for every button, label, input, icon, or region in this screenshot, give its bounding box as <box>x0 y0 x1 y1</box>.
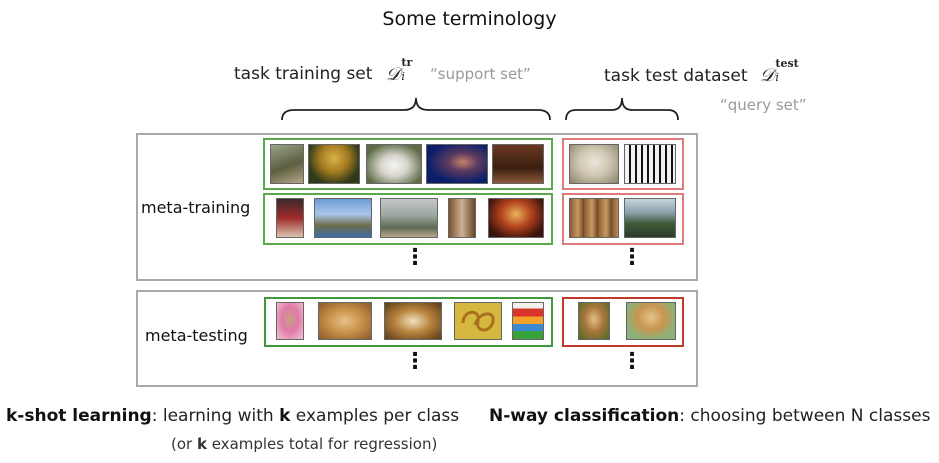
nway-text: : choosing between N classes <box>679 406 931 426</box>
test-set-sup: test <box>775 57 799 70</box>
row2-support-box <box>263 193 553 245</box>
row2-query-box <box>562 193 684 245</box>
kshot-note-b: examples total for regression) <box>206 435 438 453</box>
meta-testing-label: meta-testing <box>145 326 248 345</box>
nway-term: N-way classification <box>489 406 680 426</box>
piano-image <box>492 144 544 184</box>
barrels-image <box>448 198 476 238</box>
kshot-definition: k-shot learning: learning with k example… <box>6 406 459 426</box>
pretzel-shape-icon <box>461 310 495 332</box>
support-set-alias: “support set” <box>430 65 531 83</box>
lion-portrait-image <box>578 302 610 340</box>
coast-image <box>314 198 372 238</box>
lion-roar-image <box>384 302 442 340</box>
nway-definition: N-way classification: choosing between N… <box>489 406 930 426</box>
wooden-bowl-image <box>626 302 676 340</box>
support-brace <box>281 97 551 121</box>
query-ellipsis-train: ⋮ <box>621 247 643 269</box>
cliffs-image <box>624 198 676 238</box>
query-brace <box>565 97 679 121</box>
kshot-k: k <box>279 406 291 426</box>
sheepdog-image <box>569 144 619 184</box>
barrels-close-image <box>569 198 619 238</box>
test-set-sub: i <box>775 71 779 84</box>
test-set-symbol-d: 𝒟 <box>760 65 775 86</box>
query-ellipsis-test: ⋮ <box>621 351 643 373</box>
golden-retriever-image <box>318 302 372 340</box>
mushroom-image <box>308 144 360 184</box>
support-ellipsis-test: ⋮ <box>404 351 426 373</box>
test-query-box <box>562 297 684 347</box>
page-title: Some terminology <box>382 8 557 30</box>
tank-image <box>380 198 438 238</box>
white-dog-image <box>366 144 422 184</box>
training-set-symbol-d: 𝒟 <box>386 64 401 85</box>
row1-support-box <box>263 138 553 190</box>
kshot-note: (or k examples total for regression) <box>171 435 437 453</box>
training-set-sub: i <box>401 70 405 83</box>
support-ellipsis-train: ⋮ <box>404 247 426 269</box>
kshot-text-a: : learning with <box>151 406 280 426</box>
training-set-sup: tr <box>401 56 413 69</box>
stacked-bowls-image <box>512 302 544 340</box>
pretzel-bowl-image <box>454 302 502 340</box>
query-set-alias: “query set” <box>720 96 807 114</box>
meta-training-label: meta-training <box>141 198 251 217</box>
kshot-note-k: k <box>196 435 207 453</box>
carousel-image <box>488 198 544 238</box>
bird-image <box>270 144 304 184</box>
row1-query-box <box>562 138 684 190</box>
kshot-note-a: (or <box>171 435 197 453</box>
task-test-dataset-label: task test dataset <box>604 66 748 86</box>
test-support-box <box>264 297 553 347</box>
singer-image <box>426 144 488 184</box>
task-training-set-label: task training set <box>234 64 373 84</box>
kshot-term: k-shot learning <box>6 406 152 426</box>
piano-keys-image <box>624 144 676 184</box>
gymnast-image <box>276 198 304 238</box>
kshot-text-b: examples per class <box>290 406 460 426</box>
pink-dog-image <box>276 302 304 340</box>
